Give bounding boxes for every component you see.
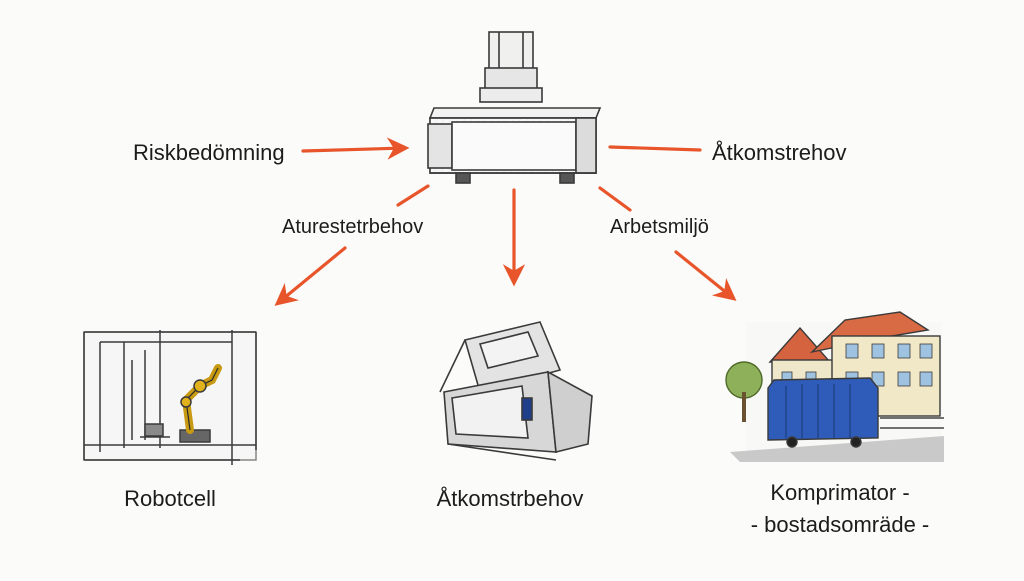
label-arbetsmiljo: Arbetsmiljö: [610, 216, 709, 238]
arrow-right-upper: [598, 186, 632, 212]
label-atkomstrehov: Åtkomstrehov: [712, 140, 847, 165]
blue-compactor-street-icon: [725, 311, 944, 462]
industrial-machine-icon: [427, 31, 602, 184]
robot-cell-icon: [83, 330, 257, 465]
arrow-left: [274, 246, 347, 306]
open-container-icon: [439, 321, 593, 461]
arrow-risk: [301, 137, 410, 160]
caption-center: Åtkomstrbehov: [436, 486, 584, 511]
caption-robotcell: Robotcell: [124, 486, 216, 511]
arrow-access-right: [608, 145, 702, 152]
label-left-branch: Aturestetrbehov: [282, 216, 424, 238]
caption-right-line1: Komprimator -: [770, 480, 910, 505]
label-riskbedomning: Riskbedömning: [133, 140, 285, 165]
arrows: [274, 137, 737, 306]
arrow-left-upper: [396, 184, 430, 207]
caption-right-line2: - bostadsomräde -: [750, 512, 930, 537]
arrow-right: [674, 250, 737, 301]
